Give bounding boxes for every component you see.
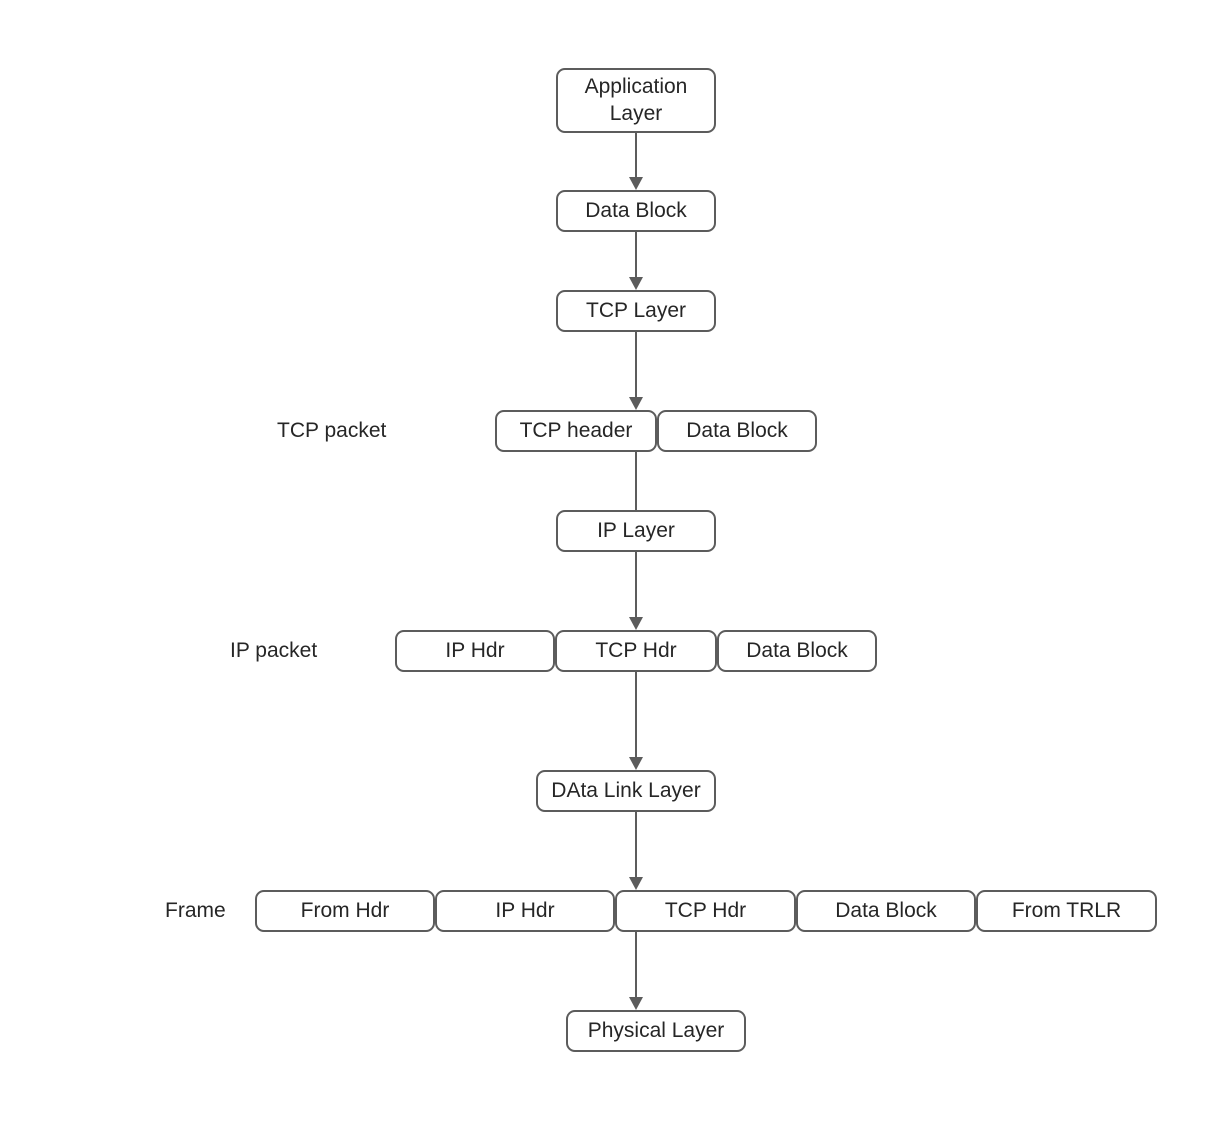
segment-tcp-header: TCP header — [495, 410, 657, 452]
node-tcp-layer: TCP Layer — [556, 290, 716, 332]
segment-data-block: Data Block — [796, 890, 976, 932]
segment-tcp-hdr: TCP Hdr — [615, 890, 796, 932]
row-caption-ip-packet: IP packet — [230, 639, 318, 662]
packet-row-frame: From Hdr IP Hdr TCP Hdr Data Block From … — [255, 890, 1157, 932]
node-data-block: Data Block — [556, 190, 716, 232]
segment-ip-hdr: IP Hdr — [435, 890, 615, 932]
node-application-layer: Application Layer — [556, 68, 716, 133]
packet-row-ip-packet: IP Hdr TCP Hdr Data Block — [395, 630, 877, 672]
segment-ip-hdr: IP Hdr — [395, 630, 555, 672]
segment-data-block: Data Block — [717, 630, 877, 672]
row-caption-frame: Frame — [165, 899, 226, 922]
node-ip-layer: IP Layer — [556, 510, 716, 552]
row-caption-tcp-packet: TCP packet — [277, 419, 387, 442]
segment-tcp-hdr: TCP Hdr — [555, 630, 717, 672]
node-physical-layer: Physical Layer — [566, 1010, 746, 1052]
node-data-link-layer: DAta Link Layer — [536, 770, 716, 812]
packet-row-tcp-packet: TCP header Data Block — [495, 410, 817, 452]
segment-from-hdr: From Hdr — [255, 890, 435, 932]
segment-data-block: Data Block — [657, 410, 817, 452]
segment-from-trlr: From TRLR — [976, 890, 1157, 932]
